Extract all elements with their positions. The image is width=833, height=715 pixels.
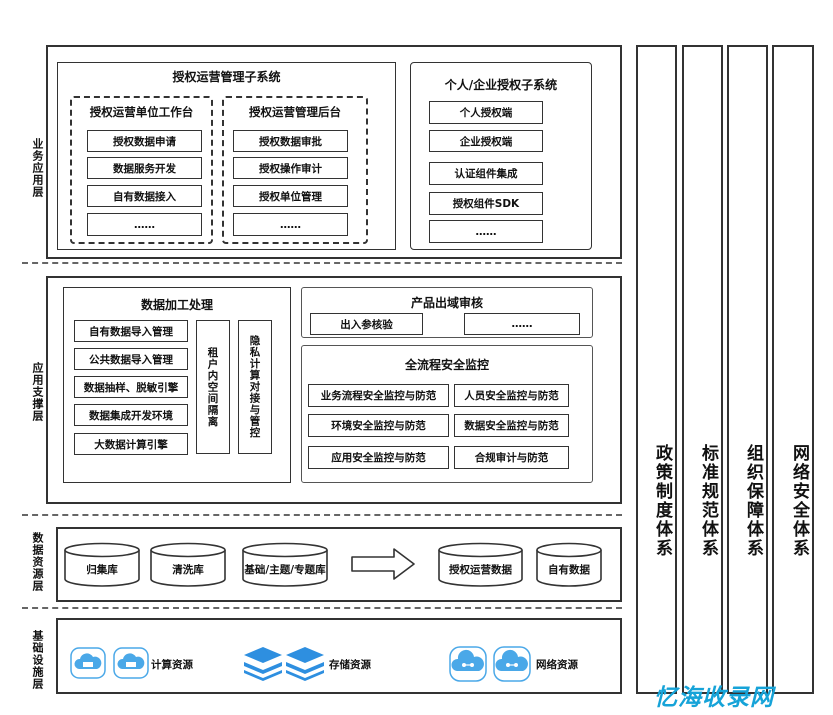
database-icon [438,542,523,587]
layer-label-business: 业务应用层 [31,138,44,198]
monitor-item: 环境安全监控与防范 [308,414,449,437]
layer-label-support: 应用支撑层 [31,362,44,422]
pillar-policy: 政策制度体系 [636,45,677,694]
backend-item: 授权单位管理 [233,185,348,207]
export-review-item: …… [464,313,580,335]
processing-item: 自有数据导入管理 [74,320,188,342]
pillar-organization: 组织保障体系 [727,45,768,694]
network-resource-label: 网络资源 [536,659,578,671]
backend-item: 授权数据审批 [233,130,348,152]
database-icon [536,542,602,587]
processing-item: 公共数据导入管理 [74,348,188,370]
unit-portal-group: 授权运营单位工作台 [70,96,213,244]
monitor-item: 业务流程安全监控与防范 [308,384,449,407]
export-review-title: 产品出域审核 [410,296,483,310]
pillar-network-security: 网络安全体系 [772,45,814,694]
processing-item: 数据抽样、脱敏引擎 [74,376,188,398]
unit-portal-title: 授权运营单位工作台 [89,105,194,119]
database-icon [150,542,226,587]
monitor-title: 全流程安全监控 [404,358,489,372]
backend-item: …… [233,213,348,236]
backend-item: 授权操作审计 [233,157,348,179]
monitor-item: 人员安全监控与防范 [454,384,569,407]
store-label: 基础/主题/专题库 [244,563,326,576]
layer-separator [22,514,622,516]
personal-title: 个人/企业授权子系统 [444,78,558,92]
unit-portal-item: …… [87,213,202,236]
database-icon [242,542,328,587]
cloud-compute-icon [70,647,106,679]
storage-layers-icon [244,647,324,681]
database-icon [64,542,140,587]
layer-label-resource: 数据资源层 [31,532,44,592]
unit-portal-item: 自有数据接入 [87,185,202,207]
monitor-item: 应用安全监控与防范 [308,446,449,469]
unit-portal-item: 数据服务开发 [87,157,202,179]
personal-item: 认证组件集成 [429,162,543,185]
personal-item: 企业授权端 [429,130,543,152]
cloud-network-icon [493,646,531,682]
personal-item: 个人授权端 [429,101,543,124]
monitor-item: 合规审计与防范 [454,446,569,469]
target-cylinder: 授权运营数据 [437,542,524,588]
pillar-standards: 标准规范体系 [682,45,723,694]
auth-ops-title: 授权运营管理子系统 [172,70,281,84]
store-label: 归集库 [86,563,118,576]
tenant-isolation-box: 租户内空间隔离 [196,320,230,454]
personal-item: …… [429,220,543,243]
cloud-network-icon [449,646,487,682]
layer-separator [22,262,622,264]
layer-label-infra: 基础设施层 [31,630,44,690]
monitor-item: 数据安全监控与防范 [454,414,569,437]
compute-resource-label: 计算资源 [151,659,193,671]
processing-item: 大数据计算引擎 [74,433,188,455]
unit-portal-item: 授权数据申请 [87,130,202,152]
layer-separator [22,607,622,609]
watermark-logo: 忆海收录网 [654,685,774,711]
privacy-compute-box: 隐私计算对接与管控 [238,320,272,454]
flow-arrow-icon [351,548,415,580]
target-label: 授权运营数据 [449,563,512,576]
target-cylinder: 自有数据 [535,542,603,588]
target-label: 自有数据 [548,563,590,576]
store-label: 清洗库 [172,563,204,576]
backend-title: 授权运营管理后台 [249,105,341,119]
processing-title: 数据加工处理 [140,298,213,312]
store-cylinder: 基础/主题/专题库 [241,542,329,588]
export-review-item: 出入参核验 [310,313,423,335]
storage-resource-label: 存储资源 [329,659,371,671]
personal-subsystem: 个人/企业授权子系统 [410,62,592,250]
backend-group: 授权运营管理后台 [222,96,368,244]
store-cylinder: 归集库 [63,542,141,588]
processing-item: 数据集成开发环境 [74,404,188,426]
store-cylinder: 清洗库 [149,542,227,588]
personal-item: 授权组件SDK [429,192,543,215]
cloud-compute-icon [113,647,149,679]
